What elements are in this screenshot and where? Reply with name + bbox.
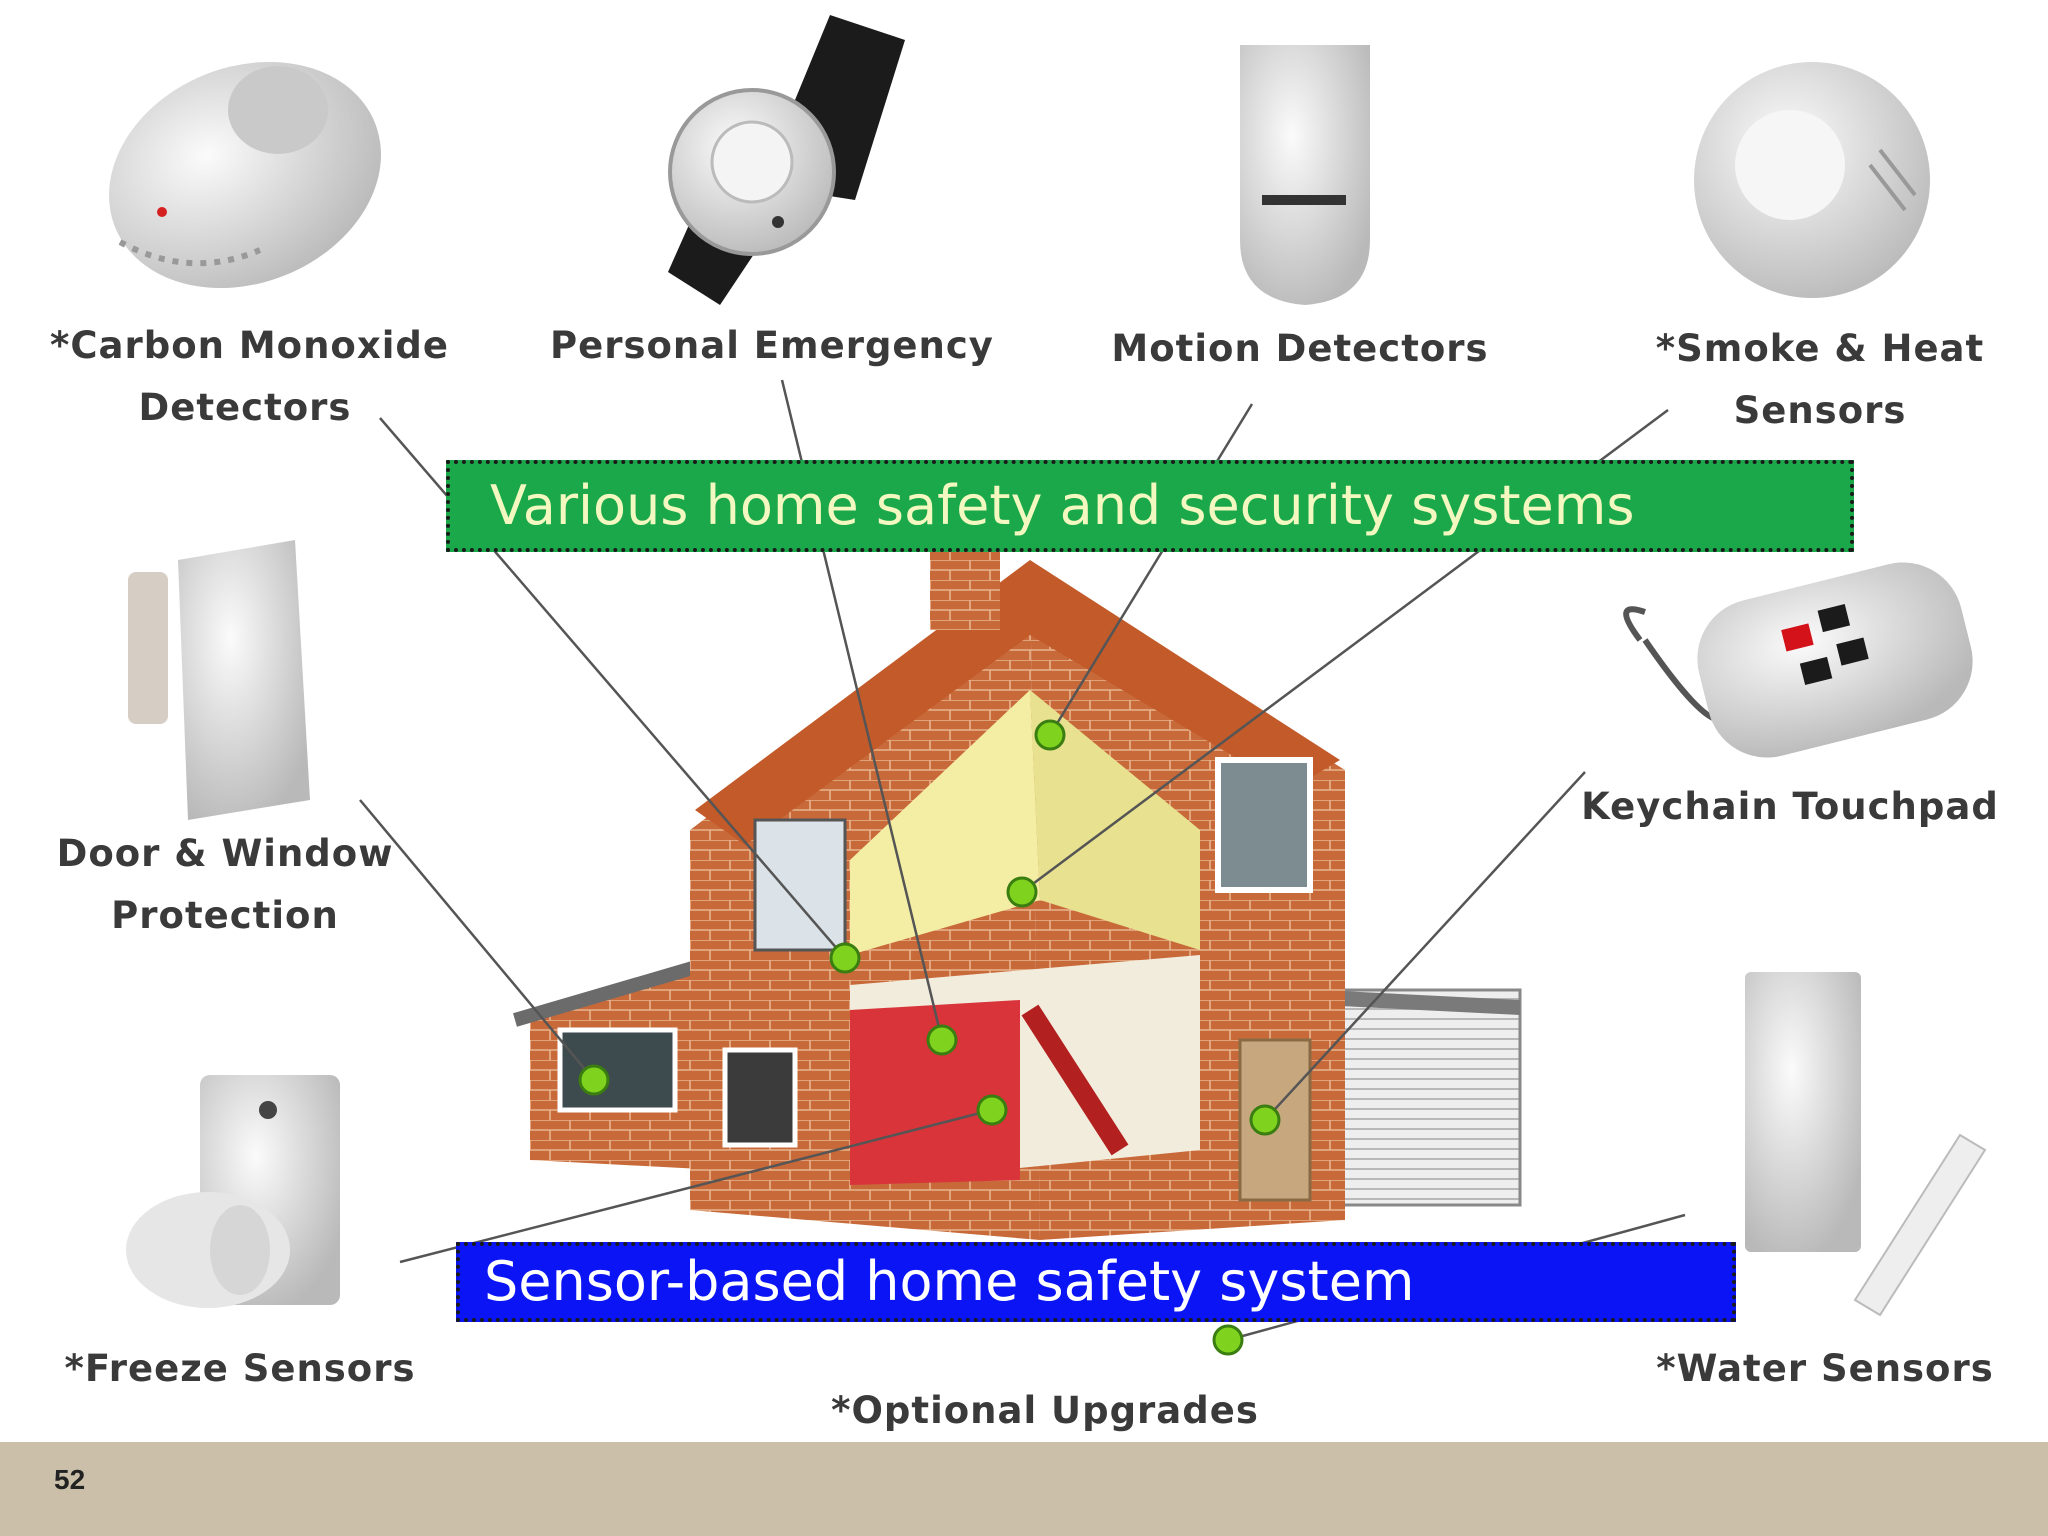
label-door-window-line1: Door & Window xyxy=(56,832,394,875)
label-optional-upgrades: *Optional Upgrades xyxy=(820,1380,1270,1442)
label-smoke-heat: *Smoke & Heat Sensors xyxy=(1630,318,2010,442)
label-carbon-monoxide-line2: Detectors xyxy=(138,386,352,429)
smoke-heat-sensor-icon xyxy=(1694,62,1930,298)
label-smoke-heat-line2: Sensors xyxy=(1733,389,1907,432)
label-water-sensors: *Water Sensors xyxy=(1640,1338,2010,1400)
page-number: 52 xyxy=(54,1464,86,1495)
label-freeze-sensors: *Freeze Sensors xyxy=(40,1338,440,1400)
label-motion-detectors: Motion Detectors xyxy=(1110,318,1490,380)
motion-detector-icon xyxy=(1240,45,1370,305)
label-carbon-monoxide: *Carbon Monoxide Detectors xyxy=(50,315,449,439)
water-sensor-icon xyxy=(1745,972,1987,1317)
label-smoke-heat-line1: *Smoke & Heat xyxy=(1655,327,1985,370)
freeze-sensor-icon xyxy=(126,1075,340,1308)
slide-footer xyxy=(0,1442,2048,1536)
house-cutaway xyxy=(513,550,1522,1240)
label-freeze-sensors-text: *Freeze Sensors xyxy=(64,1347,416,1390)
keychain-touchpad-icon xyxy=(1623,562,1973,758)
sensor-dots xyxy=(578,719,1281,1356)
personal-emergency-watch-icon xyxy=(668,15,905,305)
label-water-sensors-text: *Water Sensors xyxy=(1656,1347,1994,1390)
banner-bottom: Sensor-based home safety system xyxy=(456,1242,1736,1322)
label-personal-emergency-text: Personal Emergency xyxy=(550,324,994,367)
label-door-window: Door & Window Protection xyxy=(40,823,410,947)
label-keychain-touchpad-text: Keychain Touchpad xyxy=(1581,785,1999,828)
label-keychain-touchpad: Keychain Touchpad xyxy=(1570,776,2010,838)
label-optional-upgrades-text: *Optional Upgrades xyxy=(831,1389,1259,1432)
carbon-monoxide-detector-icon xyxy=(109,61,381,289)
label-door-window-line2: Protection xyxy=(111,894,339,937)
label-personal-emergency: Personal Emergency xyxy=(550,315,994,377)
banner-top: Various home safety and security systems xyxy=(446,460,1854,552)
label-carbon-monoxide-line1: *Carbon Monoxide xyxy=(50,324,449,367)
label-motion-detectors-text: Motion Detectors xyxy=(1111,327,1489,370)
door-window-sensor-icon xyxy=(128,540,310,820)
